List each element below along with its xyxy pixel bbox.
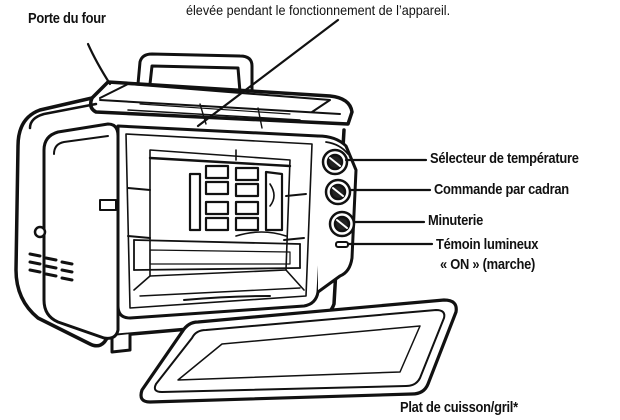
label-temperature-selector: Sélecteur de température xyxy=(430,150,579,167)
side-panel xyxy=(30,124,118,338)
timer-knob-icon xyxy=(330,212,354,236)
oven-interior xyxy=(100,150,306,300)
leader-door xyxy=(88,44,110,84)
label-timer: Minuterie xyxy=(428,212,483,229)
temperature-knob-icon xyxy=(323,150,347,174)
label-indicator-light: Témoin lumineux xyxy=(436,236,538,253)
label-baking-tray: Plat de cuisson/gril* xyxy=(400,399,518,416)
label-indicator-on: « ON » (marche) xyxy=(440,256,535,273)
label-door: Porte du four xyxy=(28,10,106,27)
label-dial-control: Commande par cadran xyxy=(434,181,569,198)
indicator-light-icon xyxy=(336,242,348,247)
oven-rack xyxy=(134,240,300,270)
top-caption: élevée pendant le fonctionnement de l’ap… xyxy=(186,2,450,18)
oven-top-shell xyxy=(91,82,352,124)
heating-elements xyxy=(190,166,286,236)
dial-control-knob-icon xyxy=(326,180,350,204)
